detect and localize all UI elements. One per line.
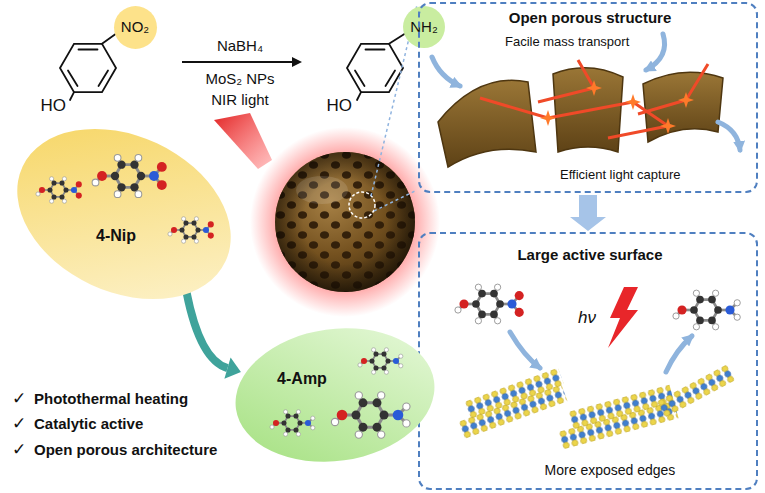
- porous-inset: [678, 92, 694, 108]
- arrow-head: [224, 358, 241, 379]
- porous-inset: [432, 34, 740, 167]
- porous-inset: [432, 34, 740, 150]
- reaction-arrow: [182, 61, 300, 63]
- molecule-model: [92, 154, 167, 197]
- benzene-ring: [60, 33, 117, 100]
- inset-panel: Open porous structureFacile mass transpo…: [418, 2, 758, 193]
- porous-inset: [660, 118, 676, 134]
- check-mark: ✓: [12, 389, 26, 409]
- mos2-inset: [568, 385, 674, 430]
- check-mark: ✓: [12, 440, 26, 460]
- porous-sphere: [296, 176, 348, 204]
- feature-text: Photothermal heating: [34, 390, 188, 408]
- curved-arrow-shaft: [187, 293, 228, 368]
- block-arrow: [570, 195, 606, 231]
- molecule-model: [270, 410, 315, 437]
- porous-sphere: [275, 152, 415, 292]
- molecule-model: [36, 177, 82, 204]
- benzene-ring: [60, 44, 116, 92]
- node-text: Facile mass transport: [505, 34, 629, 50]
- mos2-inset: [608, 287, 638, 348]
- ellipse-outline: [230, 325, 440, 465]
- porous-inset: [646, 34, 665, 70]
- benzene-ring: [99, 71, 109, 87]
- nitro-group-circle: NO₂: [114, 6, 157, 49]
- flow-arrow: [570, 195, 606, 231]
- porous-inset: [638, 64, 708, 114]
- porous-sphere: [275, 152, 415, 292]
- molecule-model: [358, 348, 403, 375]
- porous-inset: [480, 60, 708, 138]
- porous-inset: [432, 57, 460, 86]
- node-title: 4-Amp: [277, 369, 327, 388]
- mos2-inset: [510, 332, 692, 372]
- porous-inset: [586, 80, 602, 96]
- benzene-ring: [386, 71, 396, 87]
- atom-label: HO: [41, 96, 67, 116]
- inset-panel: Large active surface hνMore exposed edges: [418, 232, 758, 490]
- node-title: NH₂: [410, 18, 438, 36]
- node-title: Large active surface: [517, 246, 662, 264]
- node-title: 4-Nip: [96, 226, 136, 245]
- benzene-ring: [79, 49, 98, 51]
- condition-label: NIR light: [211, 91, 269, 109]
- benzene-ring: [357, 92, 361, 100]
- porous-sphere: [250, 127, 440, 317]
- mos2-inset: [510, 332, 540, 368]
- mos2-inset: [464, 368, 564, 419]
- porous-inset: [718, 122, 740, 150]
- node-title: Open porous structure: [509, 9, 672, 27]
- flow-arrow: [187, 293, 241, 379]
- product-ellipse: 4-Amp: [230, 325, 440, 465]
- reactant-ellipse: 4-Nip: [8, 118, 240, 310]
- benzene-ring: [355, 71, 365, 87]
- benzene-ring: [347, 44, 403, 92]
- porous-inset: [538, 60, 594, 102]
- check-mark: ✓: [12, 414, 26, 434]
- molecule-model: [168, 217, 214, 244]
- mos2-inset: [666, 336, 692, 372]
- zoom-leader: [374, 190, 417, 211]
- porous-sphere: [275, 152, 415, 292]
- benzene-ring: [68, 71, 78, 87]
- node-text: Efficient light capture: [560, 167, 680, 183]
- feature-text: Catalytic active: [34, 415, 143, 433]
- molecule-model: [331, 392, 410, 438]
- ellipse-outline: [8, 118, 240, 310]
- porous-sphere: [250, 127, 440, 317]
- porous-inset: [643, 72, 723, 142]
- ellipse-fill: [8, 118, 240, 310]
- porous-inset: [540, 110, 556, 126]
- reagent-label: NaBH₄: [217, 37, 263, 55]
- porous-inset: [480, 98, 668, 138]
- amino-group-circle: NH₂: [403, 6, 445, 48]
- mos2-inset: [673, 290, 740, 330]
- node-text: hν: [578, 308, 596, 328]
- mos2-inset: [656, 364, 735, 417]
- porous-inset: [625, 94, 641, 110]
- mos2-inset: [455, 284, 740, 449]
- node-title: NO₂: [121, 18, 149, 36]
- node-text: More exposed edges: [545, 462, 676, 479]
- atom-label: HO: [327, 96, 353, 116]
- mos2-inset: [455, 284, 524, 324]
- nir-beam: [214, 113, 272, 169]
- benzene-ring: [366, 49, 385, 51]
- benzene-ring: [70, 92, 74, 100]
- porous-inset: [438, 80, 536, 167]
- feature-text: Open porous architecture: [34, 441, 217, 459]
- ellipse-fill: [230, 325, 440, 465]
- catalyst-label: MoS₂ NPs: [205, 70, 274, 88]
